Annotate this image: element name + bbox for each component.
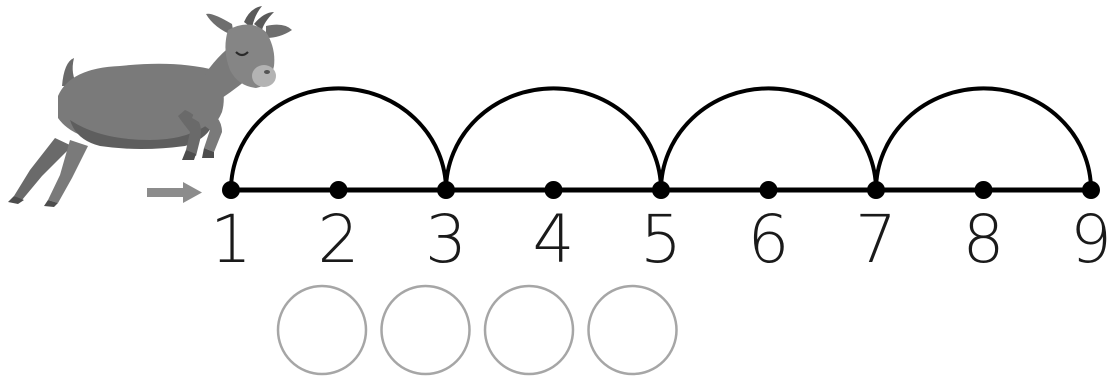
tick-dot-8 (975, 181, 993, 199)
answer-circle-4[interactable] (589, 286, 677, 374)
tick-dot-3 (437, 181, 455, 199)
tick-label-6: 6 (748, 201, 790, 278)
tick-dot-5 (652, 181, 670, 199)
tick-label-4: 4 (533, 201, 575, 278)
tick-label-3: 3 (425, 201, 467, 278)
answer-circle-2[interactable] (382, 286, 470, 374)
tick-dot-1 (222, 181, 240, 199)
arrow-right-icon (147, 182, 202, 203)
tick-dot-4 (545, 181, 563, 199)
tick-label-8: 8 (963, 201, 1005, 278)
tick-dot-2 (330, 181, 348, 199)
tick-dot-7 (867, 181, 885, 199)
answer-circle-1[interactable] (278, 286, 366, 374)
goat-icon (8, 6, 292, 207)
jump-arc-4 (876, 88, 1091, 190)
jump-arc-1 (231, 88, 446, 190)
jump-arcs (231, 88, 1091, 190)
jump-arc-3 (661, 88, 876, 190)
jump-arc-2 (446, 88, 661, 190)
answer-circle-3[interactable] (485, 286, 573, 374)
tick-label-5: 5 (640, 201, 682, 278)
answer-circles (278, 286, 677, 374)
tick-label-7: 7 (855, 201, 897, 278)
tick-label-9: 9 (1070, 201, 1108, 278)
tick-label-2: 2 (318, 201, 360, 278)
tick-label-1: 1 (210, 201, 252, 278)
tick-dot-6 (760, 181, 778, 199)
tick-dot-9 (1082, 181, 1100, 199)
